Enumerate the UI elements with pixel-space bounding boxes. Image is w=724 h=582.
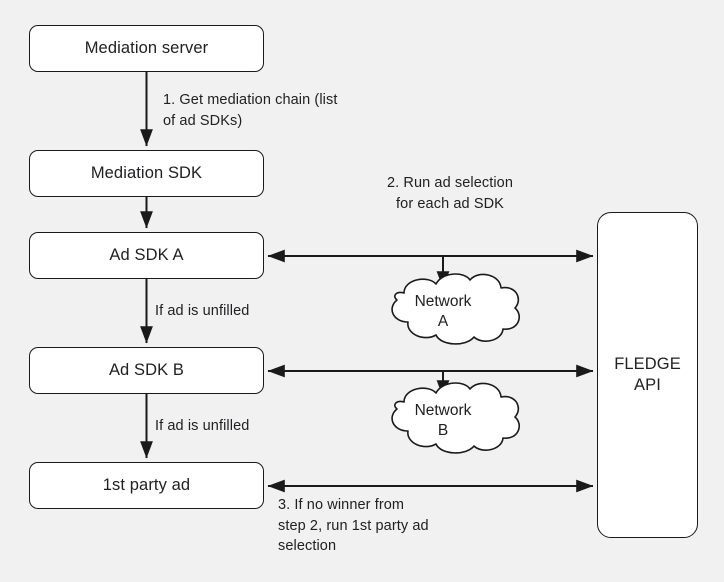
node-mediation-sdk: Mediation SDK	[29, 150, 264, 197]
node-mediation-server: Mediation server	[29, 25, 264, 72]
node-ad-sdk-a: Ad SDK A	[29, 232, 264, 279]
node-first-party-ad-label: 1st party ad	[102, 476, 191, 495]
node-ad-sdk-a-label: Ad SDK A	[109, 246, 184, 265]
node-first-party-ad: 1st party ad	[29, 462, 264, 509]
node-mediation-server-label: Mediation server	[84, 39, 209, 58]
node-ad-sdk-b: Ad SDK B	[29, 347, 264, 394]
edge-label-if-ad-unfilled-a: If ad is unfilled	[155, 303, 250, 319]
edge-label-if-ad-unfilled-b: If ad is unfilled	[155, 418, 250, 434]
edge-label-step-3: 3. If no winner from step 2, run 1st par…	[278, 497, 429, 555]
node-fledge-api-label: FLEDGE API	[614, 355, 681, 394]
node-fledge-api: FLEDGE API	[597, 212, 698, 538]
cloud-network-b-label: Network B	[414, 402, 472, 440]
node-ad-sdk-b-label: Ad SDK B	[108, 361, 185, 380]
node-mediation-sdk-label: Mediation SDK	[90, 164, 203, 183]
cloud-network-a-label: Network A	[414, 293, 472, 331]
edge-label-step-2: 2. Run ad selection for each ad SDK	[386, 175, 514, 212]
edge-label-step-1: 1. Get mediation chain (list of ad SDKs)	[163, 92, 338, 129]
